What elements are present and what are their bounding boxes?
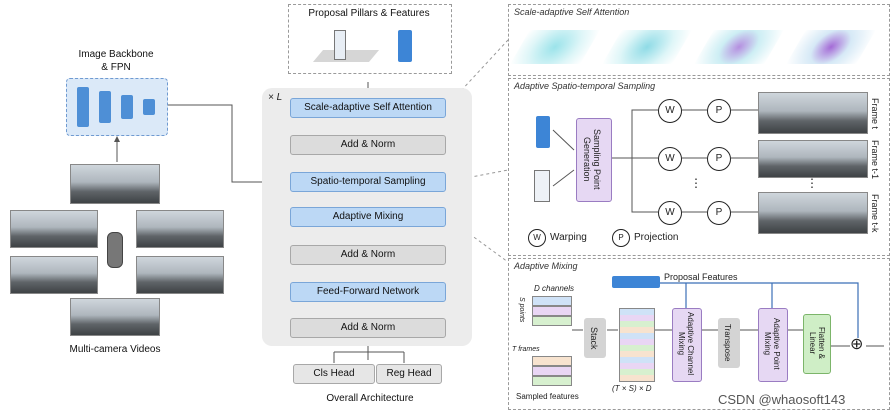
add-norm-block-2: Add & Norm: [290, 245, 446, 265]
transpose-box: [718, 318, 740, 368]
feed-forward-network-block: Feed-Forward Network: [290, 282, 446, 302]
backbone-box: [66, 78, 168, 136]
legend-warping-label: Warping: [550, 232, 587, 243]
s-points-label: S points: [518, 297, 525, 323]
repeat-label: × L: [268, 92, 283, 103]
ego-car-icon: [107, 232, 123, 268]
pillar-plane: [312, 50, 380, 62]
adaptive-mixing-block: Adaptive Mixing: [290, 207, 446, 227]
proposal-panel: [288, 4, 452, 74]
flatten-linear-label: Flatten & Linear: [808, 326, 826, 359]
txs-label: (T × S) × D: [612, 384, 652, 393]
fpn-level-4: [143, 99, 155, 115]
transpose-label: Transpose: [723, 324, 732, 362]
camera-back: [70, 298, 160, 336]
legend-projection-icon: P: [612, 229, 630, 247]
camera-front-left: [10, 210, 98, 248]
camera-front: [70, 164, 160, 204]
t-frames-label: T frames: [512, 346, 540, 353]
frame-t-image: [758, 92, 868, 134]
proposal-title: Proposal Pillars & Features: [308, 8, 430, 19]
frame-t-1-image: [758, 140, 868, 178]
cls-head: Cls Head: [293, 364, 375, 384]
sampling-point-generation-label: Sampling Point Generation: [582, 128, 602, 190]
sampled-feature-group-2: [532, 356, 572, 386]
projection-node-1: P: [707, 99, 731, 123]
legend-warping-icon: W: [528, 229, 546, 247]
adaptive-channel-mixing-box: [672, 308, 702, 382]
stack-box: [584, 318, 606, 358]
proposal-features-label: Proposal Features: [664, 272, 738, 282]
scale-adaptive-self-attention-block: Scale-adaptive Self Attention: [290, 98, 446, 118]
adaptive-channel-mixing-label: Adaptive Channel Mixing: [677, 312, 695, 376]
ast-panel: [508, 78, 890, 256]
query-box-pillar: [534, 170, 550, 202]
warping-node-3: W: [658, 201, 682, 225]
ellipsis-frames: ⋮: [806, 176, 818, 190]
warping-node-1: W: [658, 99, 682, 123]
camera-back-right: [136, 256, 224, 294]
ast-title: Adaptive Spatio-temporal Sampling: [514, 81, 656, 91]
stack-label: Stack: [589, 326, 599, 350]
add-norm-block-1: Add & Norm: [290, 135, 446, 155]
d-channels-label: D channels: [534, 284, 575, 293]
sampled-features-label: Sampled features: [516, 392, 579, 401]
watermark: CSDN @whaosoft143: [718, 392, 846, 407]
frame-t-1-label: Frame t-1: [870, 140, 880, 180]
reg-head: Reg Head: [376, 364, 442, 384]
warping-node-2: W: [658, 147, 682, 171]
projection-node-2: P: [707, 147, 731, 171]
fpn-level-3: [121, 95, 133, 119]
videos-label: Multi-camera Videos: [69, 344, 161, 355]
ellipsis-nodes: ⋮: [690, 176, 702, 190]
camera-back-left: [10, 256, 98, 294]
adaptive-point-mixing-label: Adaptive Point Mixing: [763, 318, 781, 370]
projection-node-3: P: [707, 201, 731, 225]
query-box-blue: [536, 116, 550, 148]
am-title: Adaptive Mixing: [514, 261, 578, 271]
sampled-feature-group-1: [532, 296, 572, 334]
ssa-title: Scale-adaptive Self Attention: [514, 7, 630, 17]
adaptive-point-mixing-box: [758, 308, 788, 382]
spatio-temporal-sampling-block: Spatio-temporal Sampling: [290, 172, 446, 192]
camera-front-right: [136, 210, 224, 248]
add-norm-block-3: Add & Norm: [290, 318, 446, 338]
am-panel: [508, 258, 890, 410]
fpn-level-1: [77, 87, 89, 127]
backbone-title: Image Backbone & FPN: [78, 49, 154, 73]
frame-t-label: Frame t: [870, 98, 880, 130]
feature-box: [398, 30, 412, 62]
overall-caption: Overall Architecture: [326, 393, 414, 404]
stacked-features: [619, 308, 655, 382]
flatten-linear-box: [803, 314, 831, 374]
ssa-panel: [508, 4, 890, 76]
pillar-box: [334, 30, 346, 60]
frame-t-k-label: Frame t-k: [870, 193, 880, 233]
residual-plus-icon: ⊕: [850, 336, 864, 353]
fpn-level-2: [99, 91, 111, 123]
sampling-point-generation-box: [576, 118, 612, 202]
legend-projection-label: Projection: [634, 232, 679, 243]
frame-t-k-image: [758, 192, 868, 234]
proposal-feature-bar: [612, 276, 660, 288]
